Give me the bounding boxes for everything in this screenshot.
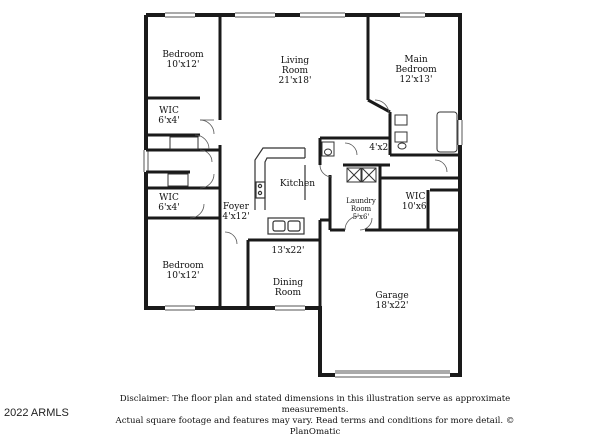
- room-name-line2: Room: [350, 205, 372, 213]
- room-dimensions: 13'x22': [271, 246, 305, 256]
- room-label-wic-top: WIC 6'x4': [148, 106, 190, 126]
- room-dimensions: 18'x22': [375, 301, 409, 311]
- room-label-foyer: Foyer 4'x12': [218, 202, 254, 222]
- room-name: Bedroom: [162, 261, 204, 271]
- bathroom-fixtures: [167, 111, 458, 187]
- room-name: Bedroom: [162, 50, 204, 60]
- window-sills: [143, 12, 463, 378]
- disclaimer: Disclaimer: The floor plan and stated di…: [95, 394, 535, 438]
- room-name-line2: Room: [274, 288, 302, 298]
- door-swings: [189, 99, 448, 245]
- room-dimensions: 4'x12': [222, 212, 250, 222]
- room-name: WIC: [159, 106, 179, 116]
- room-label-wic-main: WIC 10'x6': [393, 192, 438, 212]
- room-label-bedroom-bottom: Bedroom 10'x12': [147, 261, 219, 281]
- room-name: WIC: [159, 193, 179, 203]
- room-dimensions: 4'x2': [369, 143, 391, 153]
- room-label-wic-mid: WIC 6'x4': [148, 193, 190, 213]
- room-dimensions: 10'x12': [166, 60, 200, 70]
- room-label-laundry: Laundry Room 5'x6': [336, 197, 386, 221]
- room-label-living: Living Room 21'x18': [250, 56, 340, 86]
- room-dimensions: 10'x6': [401, 202, 430, 212]
- room-name: Main: [404, 55, 428, 65]
- room-name-line2: Room: [281, 66, 309, 76]
- room-name: Living: [280, 56, 310, 66]
- room-label-kitchen-dim: 13'x22': [268, 246, 308, 256]
- copyright-watermark: 2022 ARMLS: [4, 407, 69, 419]
- room-dimensions: 21'x18': [278, 76, 312, 86]
- room-label-garage: Garage 18'x22': [352, 291, 432, 311]
- room-dimensions: 6'x4': [158, 116, 180, 126]
- interior-walls: [146, 15, 460, 308]
- disclaimer-line2: Actual square footage and features may v…: [115, 416, 515, 437]
- room-dimensions: 10'x12': [166, 271, 200, 281]
- room-dimensions: 5'x6': [352, 213, 370, 221]
- room-name: Foyer: [223, 202, 249, 212]
- room-label-kitchen: Kitchen: [270, 179, 325, 189]
- room-label-main-bedroom: Main Bedroom 12'x13': [376, 55, 456, 85]
- room-dimensions: 12'x13': [399, 75, 433, 85]
- kitchen-counters: [254, 147, 306, 235]
- room-label-closet: 4'x2': [366, 143, 394, 153]
- room-name: Dining: [272, 278, 304, 288]
- room-label-bedroom-top: Bedroom 10'x12': [147, 50, 219, 70]
- windows: [144, 13, 462, 377]
- disclaimer-line1: Disclaimer: The floor plan and stated di…: [119, 394, 511, 415]
- room-dimensions: 6'x4': [158, 203, 180, 213]
- room-name: Kitchen: [279, 179, 316, 189]
- room-name-line2: Bedroom: [395, 65, 437, 75]
- room-name: Garage: [375, 291, 409, 301]
- room-label-dining: Dining Room: [258, 278, 318, 298]
- room-name: WIC: [405, 192, 426, 202]
- room-name: Laundry: [346, 197, 376, 205]
